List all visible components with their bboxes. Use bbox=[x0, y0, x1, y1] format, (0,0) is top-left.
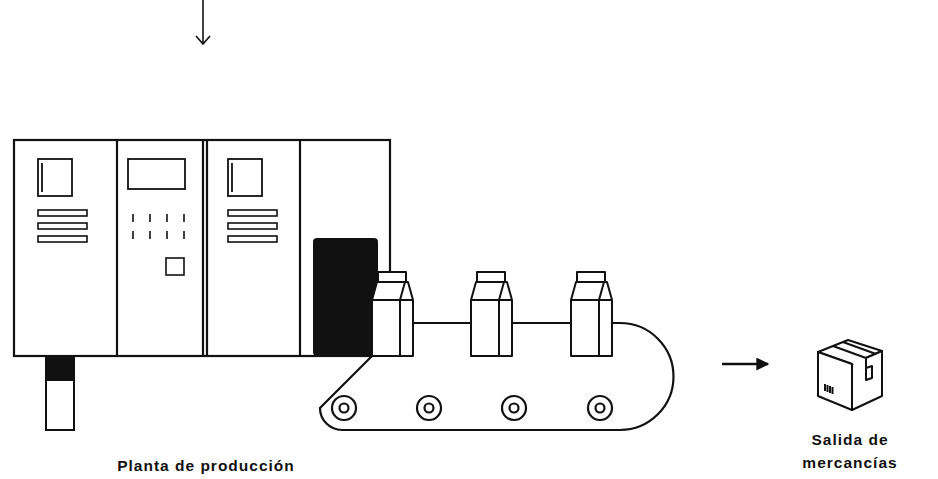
conveyor-belt bbox=[425, 404, 434, 413]
control-buttons bbox=[183, 231, 185, 239]
flow-arrow bbox=[722, 363, 768, 366]
cardboard-box bbox=[833, 346, 866, 375]
milk-carton bbox=[400, 282, 405, 300]
control-buttons bbox=[149, 231, 151, 239]
vent-bars bbox=[38, 210, 87, 216]
control-buttons bbox=[132, 231, 134, 239]
milk-carton bbox=[378, 272, 406, 282]
milk-carton bbox=[372, 272, 612, 356]
cardboard-box bbox=[818, 352, 852, 410]
cardboard-box bbox=[824, 384, 826, 391]
control-screen bbox=[128, 159, 185, 189]
cardboard-box bbox=[818, 340, 882, 410]
conveyor-belt bbox=[588, 396, 612, 420]
control-buttons bbox=[166, 258, 184, 275]
machine-leg bbox=[46, 356, 74, 430]
machine-cabinet bbox=[299, 140, 301, 356]
cardboard-box bbox=[827, 385, 829, 392]
control-buttons bbox=[183, 214, 185, 222]
control-screen bbox=[228, 159, 262, 196]
machine-leg bbox=[46, 356, 74, 430]
vent-bars bbox=[228, 236, 277, 242]
vent-bars bbox=[38, 210, 277, 242]
milk-carton bbox=[372, 299, 413, 301]
control-buttons bbox=[166, 231, 168, 239]
machine-leg bbox=[46, 356, 74, 380]
milk-carton bbox=[471, 282, 512, 356]
cardboard-box bbox=[832, 387, 834, 394]
cardboard-box bbox=[829, 386, 831, 393]
conveyor-belt bbox=[596, 404, 605, 413]
vent-bars bbox=[228, 210, 277, 216]
milk-carton bbox=[477, 272, 505, 282]
vent-bars bbox=[228, 223, 277, 229]
control-screen bbox=[41, 163, 43, 192]
control-buttons bbox=[166, 214, 168, 222]
cardboard-box bbox=[866, 366, 872, 380]
control-buttons bbox=[133, 214, 184, 275]
milk-carton bbox=[372, 272, 413, 356]
milk-carton bbox=[471, 272, 512, 356]
machine-cabinet bbox=[116, 140, 118, 356]
input-arrow bbox=[202, 0, 204, 44]
vent-bars bbox=[38, 236, 87, 242]
milk-carton bbox=[577, 272, 605, 282]
print-head bbox=[313, 238, 378, 356]
machine-cabinet bbox=[202, 140, 204, 356]
milk-carton bbox=[372, 282, 413, 356]
milk-carton bbox=[471, 299, 512, 301]
milk-carton bbox=[571, 272, 612, 356]
milk-carton bbox=[599, 282, 604, 300]
production-plant: Planta de producción bbox=[10, 130, 715, 479]
milk-carton bbox=[598, 300, 600, 356]
vent-bars bbox=[38, 223, 87, 229]
input-arrow bbox=[196, 0, 210, 44]
conveyor-belt bbox=[502, 396, 526, 420]
control-buttons bbox=[149, 214, 151, 222]
control-screen bbox=[38, 159, 262, 196]
input-arrow bbox=[196, 36, 210, 44]
conveyor-belt bbox=[340, 404, 349, 413]
goods-outlet: Salida de mercancías bbox=[775, 330, 925, 479]
cardboard-box bbox=[843, 342, 876, 354]
node-label: Planta de producción bbox=[56, 454, 356, 477]
print-head bbox=[313, 238, 378, 356]
milk-carton bbox=[498, 300, 500, 356]
milk-carton bbox=[571, 282, 612, 356]
conveyor-belt bbox=[332, 396, 356, 420]
control-screen bbox=[38, 159, 72, 196]
machine-cabinet bbox=[206, 140, 208, 356]
milk-carton bbox=[499, 282, 504, 300]
milk-carton bbox=[399, 300, 401, 356]
milk-carton bbox=[571, 299, 612, 301]
machine-cabinet bbox=[14, 140, 390, 356]
control-screen bbox=[231, 163, 233, 192]
conveyor-belt bbox=[510, 404, 519, 413]
control-buttons bbox=[132, 214, 134, 222]
machine-cabinet bbox=[14, 140, 390, 356]
conveyor-belt bbox=[417, 396, 441, 420]
node-label: Salida de mercancías bbox=[790, 428, 910, 474]
